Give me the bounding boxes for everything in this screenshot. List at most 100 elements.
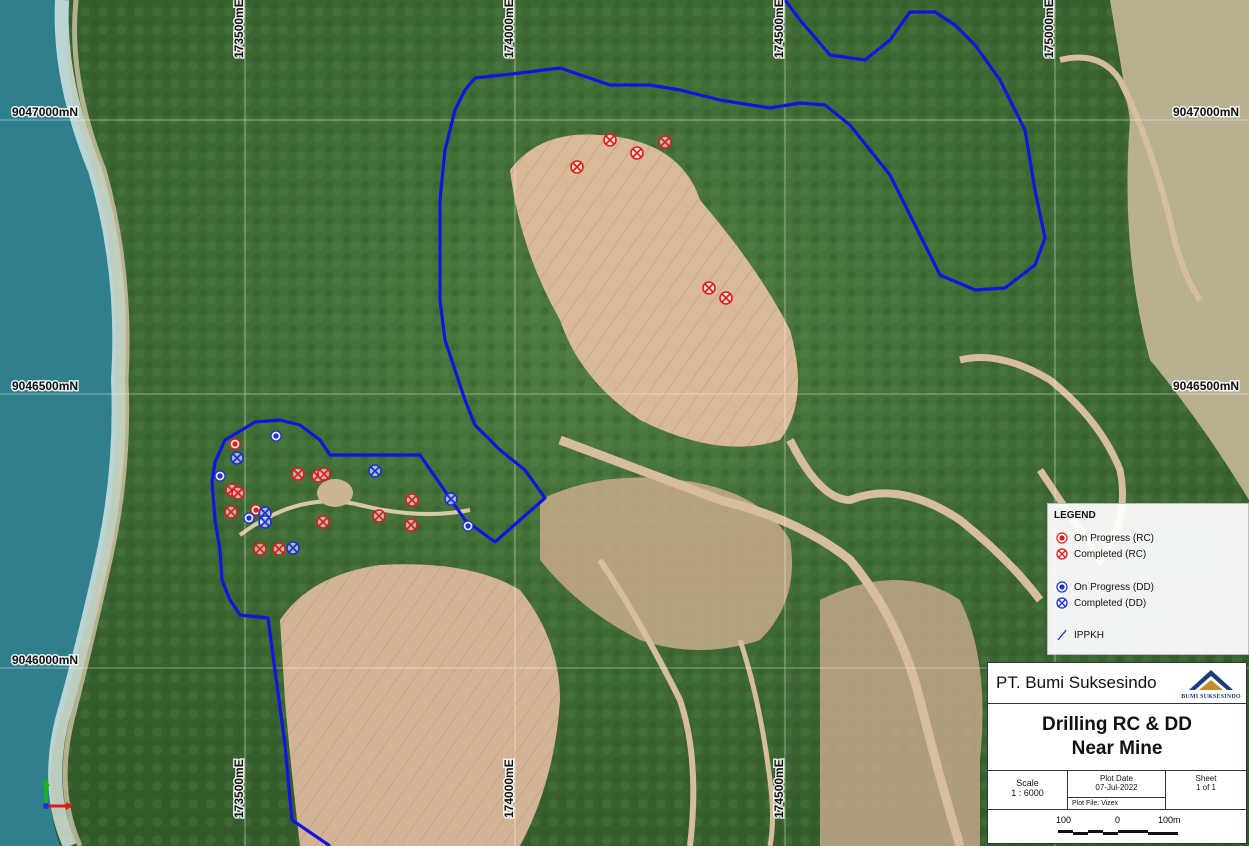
scale-bar: 100 0 100m xyxy=(988,810,1246,844)
dd-progress-marker xyxy=(270,430,282,442)
legend-item-rc-completed: Completed (RC) xyxy=(1056,547,1146,561)
rc-completed-marker xyxy=(253,542,267,556)
rc-completed-marker xyxy=(719,291,733,305)
northing-label-9046000-left: 9046000mN xyxy=(12,653,78,667)
easting-label-173500-bottom: 173500mE xyxy=(232,759,246,818)
rc-completed-marker xyxy=(317,467,331,481)
scalebar-label-zero: 0 xyxy=(1115,815,1121,825)
title-block: PT. Bumi Suksesindo BUMI SUKSESINDO Dril… xyxy=(987,662,1247,844)
boundary-line-icon xyxy=(1057,629,1067,641)
company-logo: BUMI SUKSESINDO xyxy=(1181,666,1241,700)
legend-item-rc-progress: On Progress (RC) xyxy=(1056,531,1154,545)
rc-progress-marker xyxy=(229,438,241,450)
title-line-1: Drilling RC & DD xyxy=(1042,714,1192,735)
rc-completed-marker xyxy=(658,135,672,149)
legend-label: On Progress (RC) xyxy=(1074,532,1155,544)
sheet-value: 1 of 1 xyxy=(1195,783,1216,792)
dd-completed-group xyxy=(230,451,458,555)
title-line-2: Near Mine xyxy=(1071,738,1163,759)
scale-label: Scale xyxy=(1016,778,1039,788)
haul-road-4 xyxy=(1059,54,1203,302)
rc-completed-marker xyxy=(231,486,245,500)
rc-completed-marker xyxy=(630,146,644,160)
sheet-cell: Sheet 1 of 1 xyxy=(1166,771,1246,809)
rc-completed-marker xyxy=(405,493,419,507)
scalebar-label-right: 100m xyxy=(1158,815,1181,825)
legend-item-dd-progress: On Progress (DD) xyxy=(1056,580,1154,594)
plot-date-label: Plot Date xyxy=(1100,774,1133,783)
logo-wordmark: BUMI SUKSESINDO xyxy=(1181,694,1241,700)
rc-completed-marker xyxy=(316,515,330,529)
rc-completed-marker xyxy=(372,509,386,523)
legend-item-ippkh: IPPKH xyxy=(1056,628,1104,642)
scale-value: 1 : 6000 xyxy=(1011,788,1044,798)
drill-pad-clearing xyxy=(317,479,353,507)
haul-road-6 xyxy=(737,639,775,846)
easting-label-174000-top: 174000mE xyxy=(502,0,516,58)
mountain-logo-icon xyxy=(1189,670,1233,690)
dd-progress-marker xyxy=(243,512,255,524)
haul-road-1 xyxy=(558,435,965,846)
company-row: PT. Bumi Suksesindo BUMI SUKSESINDO xyxy=(988,663,1246,704)
plot-date-cell: Plot Date 07-Jul-2022 xyxy=(1068,771,1166,798)
lower-pit-terraces xyxy=(280,564,560,846)
northing-label-9047000-left: 9047000mN xyxy=(12,105,78,119)
red-crossed-circle-icon xyxy=(1056,548,1068,560)
legend-label: On Progress (DD) xyxy=(1074,581,1155,593)
easting-label-173500-top: 173500mE xyxy=(232,0,246,58)
haul-road-5 xyxy=(597,558,697,846)
info-row: Scale 1 : 6000 Plot Date 07-Jul-2022 She… xyxy=(988,771,1246,810)
blue-crossed-circle-icon xyxy=(1056,597,1068,609)
rc-completed-marker xyxy=(603,133,617,147)
blue-dot-icon xyxy=(1056,581,1068,593)
dd-completed-marker xyxy=(230,451,244,465)
rc-completed-marker xyxy=(224,505,238,519)
dd-progress-marker xyxy=(214,470,226,482)
scalebar-graphic xyxy=(1058,830,1178,835)
drill-pad-track xyxy=(238,499,471,537)
rc-completed-marker xyxy=(702,281,716,295)
northing-label-9046500-right: 9046500mN xyxy=(1173,379,1239,393)
haul-road-2 xyxy=(786,438,1044,603)
northing-label-9046500-left: 9046500mN xyxy=(12,379,78,393)
dd-completed-marker xyxy=(258,515,272,529)
ippkh-boundary-main xyxy=(210,0,1047,846)
sheet-label: Sheet xyxy=(1195,774,1217,783)
rc-completed-marker xyxy=(570,160,584,174)
rc-completed-marker xyxy=(291,467,305,481)
dd-progress-group xyxy=(214,430,474,532)
scale-cell: Scale 1 : 6000 xyxy=(988,771,1068,809)
dd-completed-marker xyxy=(444,492,458,506)
legend-label: Completed (RC) xyxy=(1074,548,1147,560)
dd-completed-marker xyxy=(368,464,382,478)
legend-title: LEGEND xyxy=(1054,510,1096,521)
easting-label-174500-top: 174500mE xyxy=(772,0,786,58)
legend-item-dd-completed: Completed (DD) xyxy=(1056,596,1146,610)
sea xyxy=(0,0,116,846)
upper-pit-terraces xyxy=(510,134,798,447)
company-name: PT. Bumi Suksesindo xyxy=(996,673,1157,692)
scalebar-label-left: 100 xyxy=(1056,815,1072,825)
cleared-ground xyxy=(540,477,792,650)
legend-label: IPPKH xyxy=(1074,629,1105,641)
easting-label-174000-bottom: 174000mE xyxy=(502,759,516,818)
easting-label-175000-top: 175000mE xyxy=(1042,0,1056,58)
dd-progress-marker xyxy=(462,520,474,532)
northing-label-9047000-right: 9047000mN xyxy=(1173,105,1239,119)
rc-completed-marker xyxy=(272,542,286,556)
rc-completed-marker xyxy=(404,518,418,532)
plot-file-cell: Plot File: Vizex xyxy=(1068,798,1166,809)
legend: LEGEND On Progress (RC) Completed (RC) O… xyxy=(1047,503,1249,655)
plot-date-value: 07-Jul-2022 xyxy=(1095,783,1138,792)
drawing-title: Drilling RC & DD Near Mine xyxy=(988,704,1246,771)
legend-label: Completed (DD) xyxy=(1074,597,1147,609)
southeast-development xyxy=(820,580,983,846)
beach xyxy=(62,0,130,846)
rc-completed-group xyxy=(224,133,733,556)
axis-indicator-icon xyxy=(42,779,73,810)
easting-label-174500-bottom: 174500mE xyxy=(772,759,786,818)
dd-completed-marker xyxy=(286,541,300,555)
red-dot-icon xyxy=(1056,532,1068,544)
surf-line xyxy=(48,0,127,846)
